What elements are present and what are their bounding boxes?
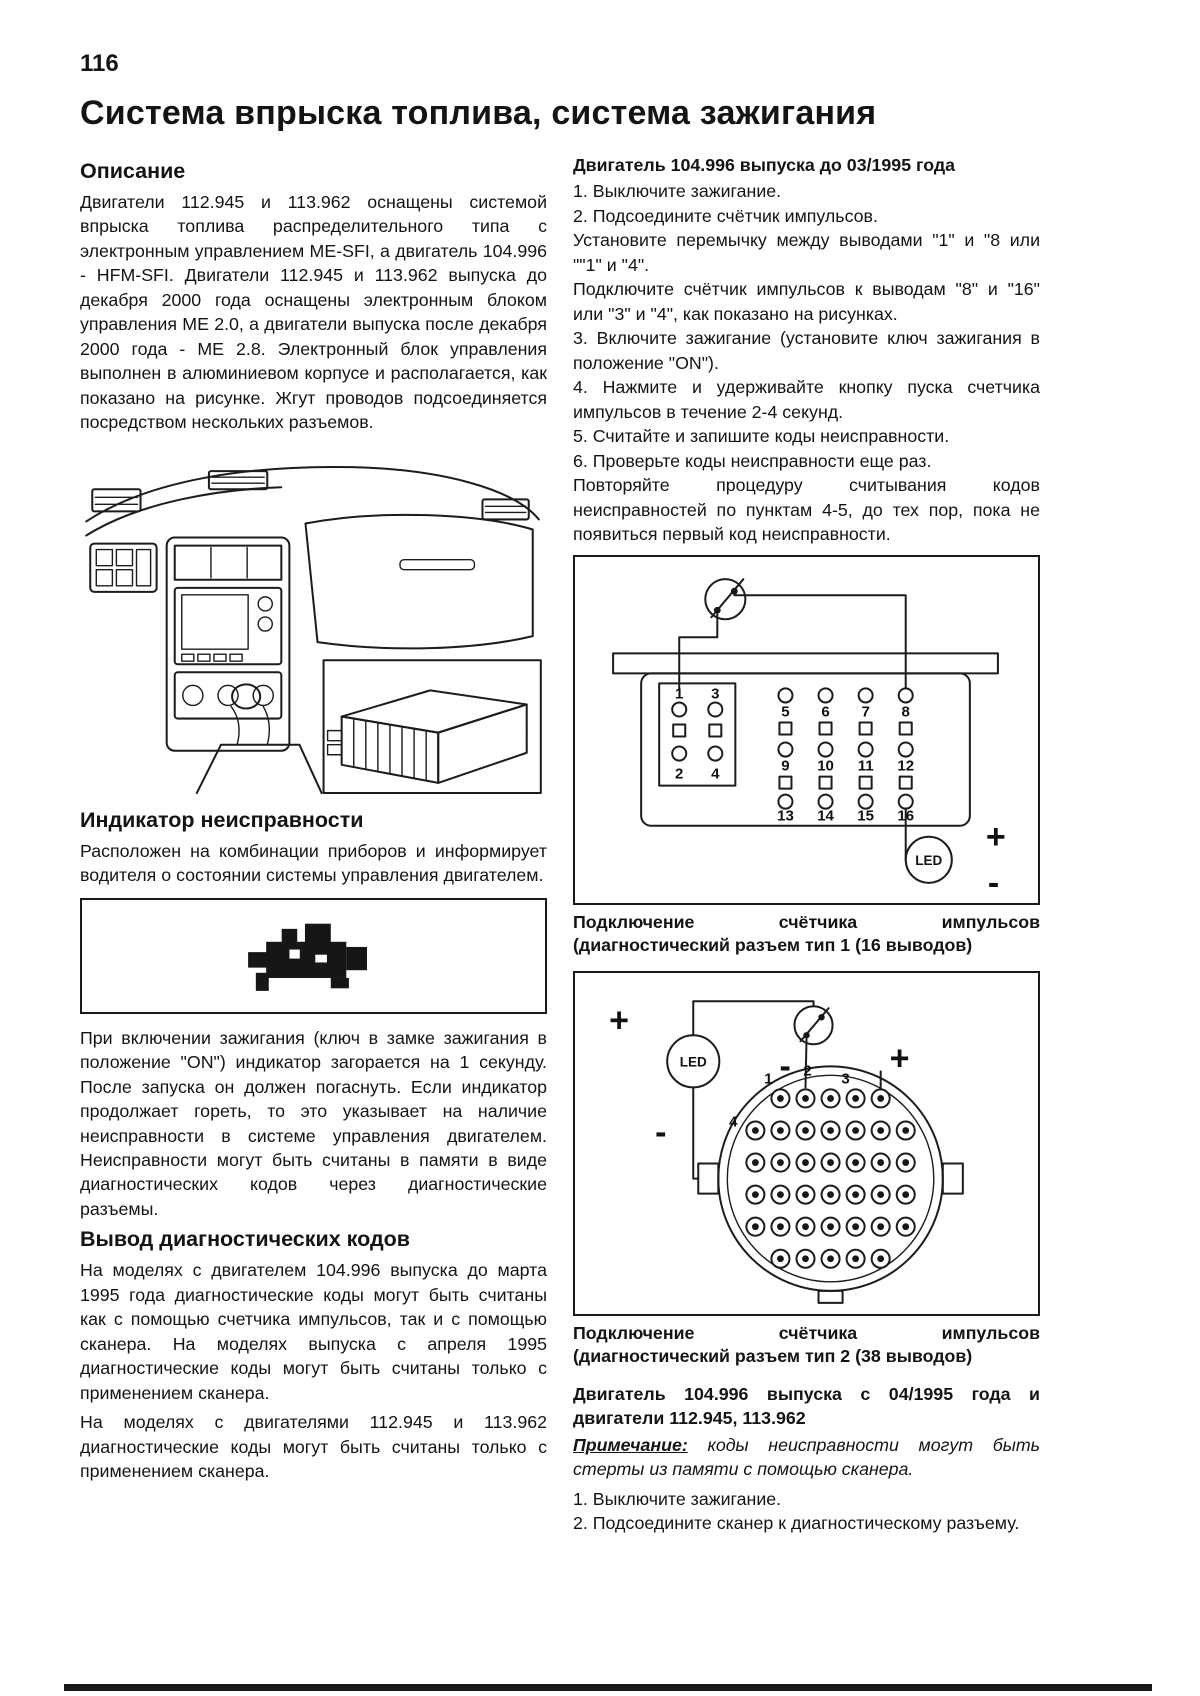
procedure-step: Установите перемычку между выводами "1" … bbox=[573, 230, 1040, 275]
pin-label: 10 bbox=[817, 757, 834, 774]
procedure-step: Подключите счётчик импульсов к выводам "… bbox=[573, 279, 1040, 324]
section-heading-indicator: Индикатор неисправности bbox=[80, 807, 364, 832]
jumper-wire bbox=[804, 1038, 808, 1089]
left-column: Описание Двигатели 112.945 и 113.962 осн… bbox=[80, 153, 547, 1489]
section-heading-codes: Вывод диагностических кодов bbox=[80, 1227, 410, 1252]
round-connector-pin-grid bbox=[745, 1088, 916, 1269]
round-connector-body bbox=[697, 1065, 964, 1304]
pin-label: 13 bbox=[777, 807, 794, 824]
minus-sign: - bbox=[655, 1113, 666, 1151]
procedure-step: 5. Считайте и запишите коды неисправност… bbox=[573, 426, 950, 447]
pin-label: 7 bbox=[861, 703, 869, 720]
plus-sign: + bbox=[986, 817, 1006, 855]
plus-sign: + bbox=[609, 1001, 629, 1039]
note-paragraph: Примечание: коды неисправности могут быт… bbox=[573, 1433, 1040, 1482]
led-indicator: LED bbox=[904, 835, 953, 884]
right-column: Двигатель 104.996 выпуска до 03/1995 год… bbox=[573, 153, 1040, 1536]
scan-edge-bar bbox=[64, 1684, 1152, 1691]
center-console bbox=[165, 536, 291, 752]
led-label: LED bbox=[680, 1054, 707, 1069]
pulse-counter-switch-icon bbox=[704, 577, 747, 620]
procedure-step: 1. Выключите зажигание. bbox=[573, 181, 782, 202]
dashboard-figure bbox=[80, 443, 547, 802]
minus-sign: - bbox=[779, 1047, 790, 1085]
led-label: LED bbox=[915, 852, 942, 867]
pin-label: 1 bbox=[675, 685, 683, 702]
glovebox-outline bbox=[304, 513, 534, 650]
pin-label: 15 bbox=[857, 807, 874, 824]
engine-heading-1: Двигатель 104.996 выпуска до 03/1995 год… bbox=[573, 155, 956, 175]
section-heading-description: Описание bbox=[80, 159, 186, 183]
air-vent-icons bbox=[91, 469, 530, 521]
pulse-counter-switch-icon bbox=[793, 1004, 834, 1046]
codes-paragraph-1: На моделях с двигателем 104.996 выпуска … bbox=[80, 1260, 547, 1403]
pin-labels: 1 2 3 4 bbox=[729, 1062, 850, 1130]
procedure-step: 3. Включите зажигание (установите ключ з… bbox=[573, 328, 1040, 373]
page-number: 116 bbox=[80, 50, 119, 77]
jumper-wire bbox=[678, 612, 719, 691]
pin-label: 1 bbox=[764, 1070, 772, 1087]
pin-label: 4 bbox=[711, 765, 720, 782]
pin-label: 8 bbox=[902, 703, 910, 720]
light-switch-panel bbox=[89, 542, 158, 593]
connector-pin-grid: 5 6 7 8 9 10 11 12 13 14 15 bbox=[777, 686, 914, 824]
connector-type2-drawing: + LED - - + bbox=[609, 999, 964, 1304]
note-text: коды неисправности могут быть стерты из … bbox=[573, 1434, 1040, 1480]
jumper-wire bbox=[692, 1086, 700, 1180]
pin-label: 2 bbox=[675, 765, 683, 782]
procedure-step: 4. Нажмите и удерживайте кнопку пуска сч… bbox=[573, 377, 1040, 422]
procedure-step: 2. Подсоедините счётчик импульсов. bbox=[573, 205, 878, 226]
figure1-caption: Подключение счётчика импульсов (диагност… bbox=[573, 911, 1040, 955]
pin-label: 2 bbox=[803, 1062, 811, 1079]
led-indicator: LED bbox=[666, 1034, 721, 1089]
pin-label: 3 bbox=[841, 1070, 849, 1087]
gear-shifter-icon bbox=[195, 683, 323, 794]
pin-label: 14 bbox=[817, 807, 834, 824]
engine-heading-2: Двигатель 104.996 выпуска с 04/1995 года… bbox=[573, 1384, 1040, 1429]
pin-label: 12 bbox=[897, 757, 914, 774]
note-label: Примечание: bbox=[573, 1434, 688, 1455]
diagnostic-connector-type1-figure: 1 3 2 4 5 6 7 bbox=[573, 554, 1040, 905]
connector-type1-drawing: 1 3 2 4 5 6 7 bbox=[612, 577, 1006, 901]
minus-sign: - bbox=[988, 863, 999, 897]
manual-page: 116 Система впрыска топлива, система заж… bbox=[80, 50, 1045, 1536]
procedure-step: Повторяйте процедуру считывания кодов не… bbox=[573, 475, 1040, 545]
page-title: Система впрыска топлива, система зажиган… bbox=[80, 94, 877, 132]
indicator-paragraph-1: Расположен на комбинации приборов и инфо… bbox=[80, 840, 547, 886]
procedure-step: 6. Проверьте коды неисправности еще раз. bbox=[573, 450, 932, 471]
connector-body bbox=[612, 651, 999, 827]
ecu-inset-figure bbox=[322, 658, 542, 794]
procedure-step: 2. Подсоедините сканер к диагностическом… bbox=[573, 1513, 1020, 1534]
pin-label: 4 bbox=[729, 1113, 738, 1130]
dashboard-drawing bbox=[85, 465, 542, 794]
pin-label: 5 bbox=[781, 703, 789, 720]
check-engine-icon bbox=[247, 923, 367, 991]
connector-pins-left: 1 3 2 4 bbox=[671, 685, 724, 782]
pin-label: 6 bbox=[821, 703, 829, 720]
jumper-wire bbox=[733, 593, 907, 689]
jumper-wire bbox=[692, 999, 815, 1037]
check-engine-lamp-figure bbox=[80, 897, 547, 1014]
plus-sign: + bbox=[890, 1039, 910, 1077]
engine-silhouette bbox=[247, 923, 367, 991]
figure2-caption: Подключение счётчика импульсов (диагност… bbox=[573, 1322, 1040, 1366]
indicator-paragraph-2: При включении зажигания (ключ в замке за… bbox=[80, 1027, 547, 1219]
description-paragraph: Двигатели 112.945 и 113.962 оснащены сис… bbox=[80, 192, 547, 433]
diagnostic-connector-type2-figure: + LED - - + bbox=[573, 970, 1040, 1316]
pin-label: 3 bbox=[711, 685, 719, 702]
procedure-step: 1. Выключите зажигание. bbox=[573, 1488, 782, 1509]
pin-label: 9 bbox=[781, 757, 789, 774]
pin-label: 11 bbox=[858, 757, 874, 774]
codes-paragraph-2: На моделях с двигателями 112.945 и 113.9… bbox=[80, 1412, 547, 1482]
dashboard-outline bbox=[85, 465, 540, 537]
two-column-layout: Описание Двигатели 112.945 и 113.962 осн… bbox=[80, 153, 1045, 1536]
